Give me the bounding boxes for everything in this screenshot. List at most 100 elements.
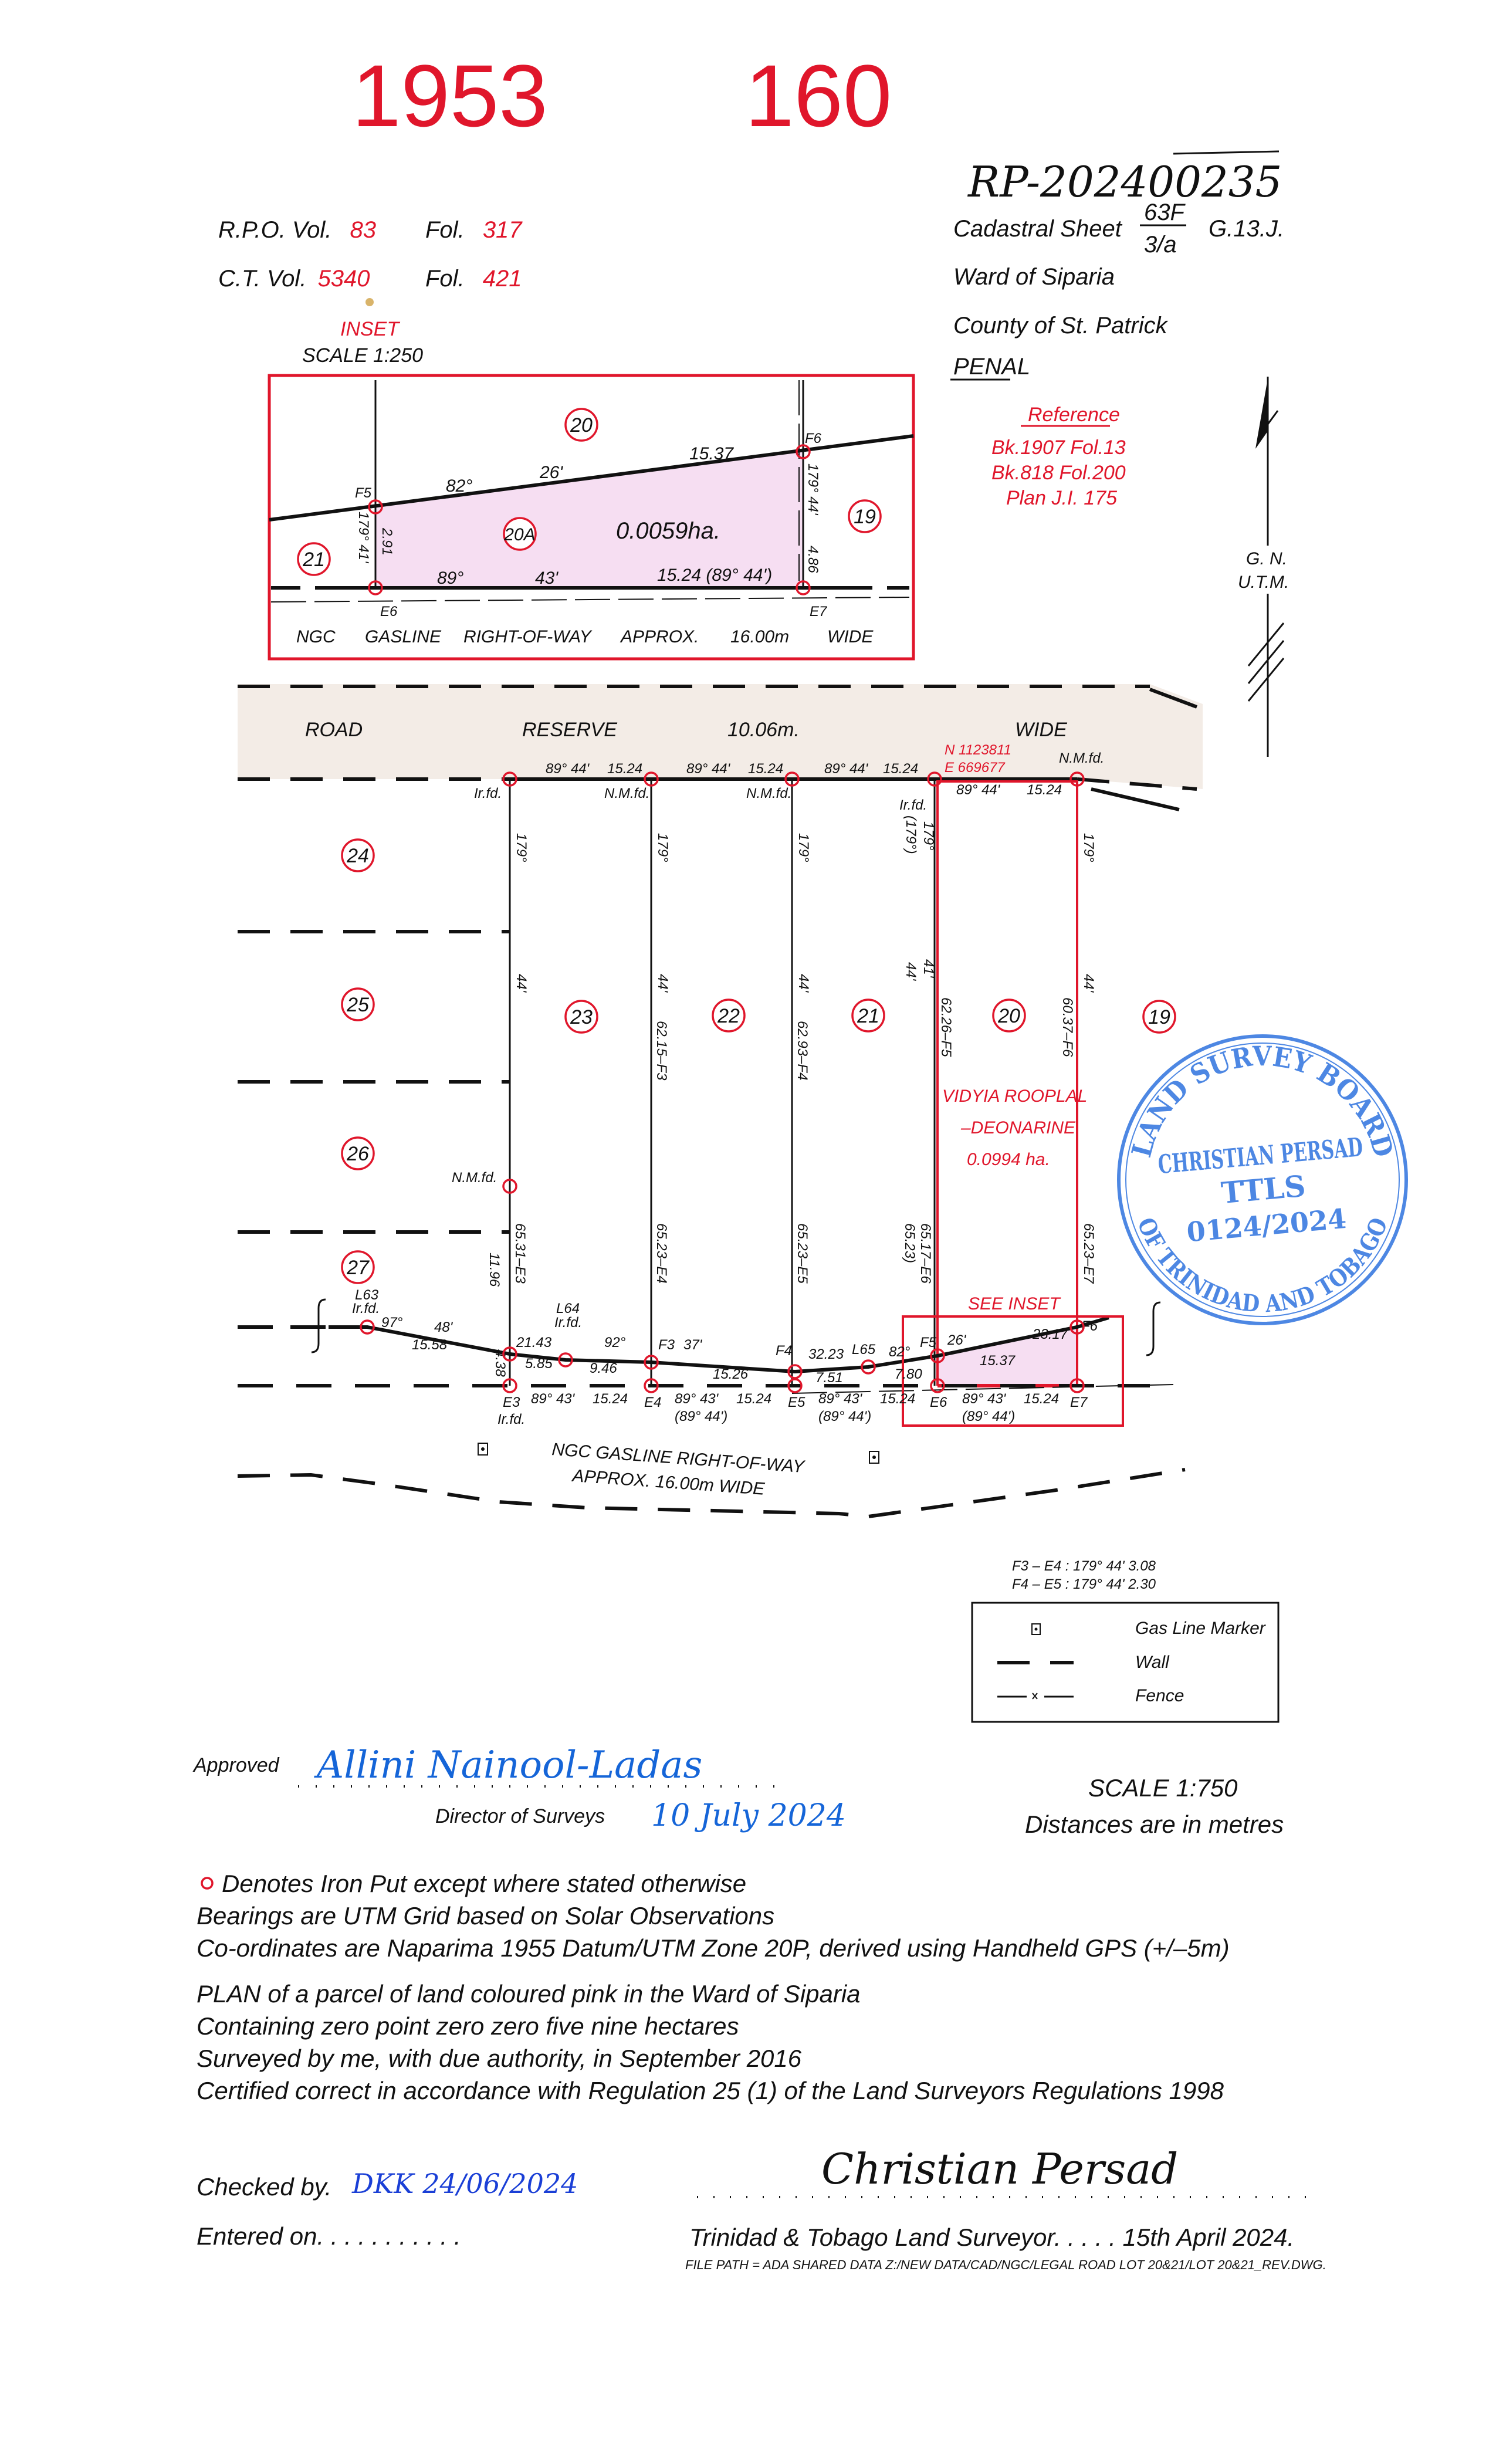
point-label: E7 bbox=[1070, 1395, 1088, 1410]
gas-marker-icon bbox=[478, 1443, 488, 1456]
legend: Gas Line Marker Wall Fence bbox=[971, 1602, 1280, 1723]
iron-put-marker bbox=[787, 1364, 803, 1379]
rear-boundary-label: 97° bbox=[381, 1315, 403, 1331]
gasline-label: NGC bbox=[296, 627, 336, 647]
registry-info: R.P.O. Vol. 83 Fol. 317 C.T. Vol. 5340 F… bbox=[218, 217, 523, 306]
rear-boundary-label: 48' bbox=[434, 1319, 453, 1335]
rear-boundary-label: 5.85 bbox=[525, 1356, 553, 1372]
offset-row: F4 – E5 : 179° 44' 2.30 bbox=[1012, 1576, 1156, 1592]
sheet-denominator: 3/a bbox=[1144, 232, 1177, 258]
road-label: ROAD bbox=[305, 719, 363, 741]
note-line: Certified correct in accordance with Reg… bbox=[197, 2077, 1224, 2104]
entered-on-label: Entered on. . . . . . . . . . . bbox=[197, 2222, 461, 2250]
gasline-label: 16.00m bbox=[730, 627, 789, 647]
bearing-label: (89° 44') bbox=[962, 1409, 1015, 1424]
marker-label: Ir.fd. bbox=[474, 786, 502, 801]
gasline-label: WIDE bbox=[827, 627, 874, 647]
iron-put-marker bbox=[787, 1378, 803, 1393]
note-line: Co-ordinates are Naparima 1955 Datum/UTM… bbox=[197, 1934, 1230, 1962]
reference-line: Plan J.I. 175 bbox=[1006, 487, 1117, 509]
grid-ref: G.13.J. bbox=[1209, 216, 1284, 242]
distance-label: 65.23–E4 bbox=[654, 1223, 669, 1284]
county: County of St. Patrick bbox=[953, 313, 1169, 339]
fence-line-icon bbox=[997, 1693, 1074, 1700]
owner-name: VIDYIA ROOPLAL bbox=[942, 1087, 1087, 1106]
distance-label: 65.23) bbox=[902, 1223, 918, 1263]
distance-label: 65.17–E6 bbox=[918, 1223, 933, 1284]
break-symbol bbox=[1146, 1301, 1161, 1356]
owner-name: –DEONARINE bbox=[960, 1118, 1076, 1138]
distance-label: 2.91 bbox=[379, 527, 395, 556]
lot-label: 20A bbox=[503, 525, 535, 544]
break-symbol bbox=[311, 1298, 326, 1353]
lot-circle bbox=[992, 999, 1026, 1033]
bearing-label: 179° bbox=[513, 833, 529, 862]
lot-circle bbox=[341, 838, 375, 872]
marker-label: N.M.fd. bbox=[452, 1170, 497, 1186]
bearing-label: 44' bbox=[513, 974, 529, 993]
bearing-label: 89° 44' bbox=[546, 761, 590, 777]
iron-put-marker bbox=[360, 1319, 375, 1335]
owner-area: 0.0994 ha. bbox=[967, 1150, 1050, 1169]
checked-by-mark: DKK 24/06/2024 bbox=[351, 2168, 578, 2199]
director-signature: Allini Nainool-Ladas bbox=[314, 1744, 702, 1787]
lot-label: 25 bbox=[346, 994, 369, 1016]
point-label: E3 bbox=[503, 1395, 520, 1410]
rpo-volume: R.P.O. Vol. 83 bbox=[218, 217, 376, 243]
lot-circle bbox=[851, 999, 885, 1033]
bearing-label: 41' bbox=[920, 959, 936, 979]
inset-title: INSET bbox=[340, 318, 400, 340]
iron-put-marker bbox=[558, 1352, 573, 1368]
bearing-label: 179° 41' bbox=[356, 512, 371, 564]
plan-scale: SCALE 1:750 bbox=[1088, 1774, 1238, 1802]
iron-put-marker bbox=[930, 1348, 945, 1363]
bearing-label: 44' bbox=[796, 974, 811, 993]
bearing-label: 89° 43' bbox=[818, 1391, 863, 1407]
distance-label: 15.24 bbox=[607, 761, 642, 777]
pink-parcel bbox=[937, 1327, 1077, 1386]
rear-boundary-label: L63 bbox=[355, 1287, 379, 1303]
distance-label: 15.24 bbox=[880, 1391, 915, 1407]
rear-boundary-label: 7.51 bbox=[815, 1370, 843, 1386]
checked-by-label: Checked by. bbox=[197, 2173, 331, 2201]
distance-label: 15.24 bbox=[1027, 782, 1062, 798]
point-label: E5 bbox=[788, 1395, 805, 1410]
iron-put-symbol-icon bbox=[201, 1877, 214, 1890]
distance-label: 65.23–E7 bbox=[1081, 1223, 1096, 1284]
approval-date: 10 July 2024 bbox=[651, 1798, 846, 1833]
iron-put-marker bbox=[784, 771, 800, 787]
rear-boundary-label: 7.80 bbox=[895, 1366, 922, 1382]
location-info: Cadastral Sheet 63F 3/a G.13.J. Ward of … bbox=[950, 199, 1284, 381]
inset-frame bbox=[268, 374, 915, 661]
gas-marker-icon bbox=[1031, 1623, 1041, 1635]
bearing-label: 44' bbox=[1081, 974, 1096, 993]
stain bbox=[365, 298, 374, 306]
rear-boundary-label: 9.46 bbox=[590, 1360, 617, 1376]
rear-boundary-label: L65 bbox=[852, 1342, 876, 1358]
rear-boundary-label: F5 bbox=[920, 1335, 937, 1351]
marker-label: N.M.fd. bbox=[604, 786, 649, 801]
inset-area: 0.0059ha. bbox=[616, 518, 720, 544]
legend-label: Wall bbox=[1135, 1653, 1170, 1672]
legend-label: Fence bbox=[1135, 1686, 1184, 1705]
road-label: WIDE bbox=[1015, 719, 1067, 741]
distance-label: 15.24 bbox=[1024, 1391, 1059, 1407]
bearing-label: 179° 44' bbox=[805, 463, 821, 516]
bearing-label: 89° 44' bbox=[686, 761, 731, 777]
sheet-numerator: 63F bbox=[1144, 199, 1186, 225]
ward: Ward of Siparia bbox=[953, 264, 1115, 290]
see-inset-label: SEE INSET bbox=[968, 1294, 1061, 1314]
ct-folio: Fol. 421 bbox=[425, 266, 522, 292]
legend-label: Gas Line Marker bbox=[1135, 1619, 1266, 1638]
lot-circle bbox=[341, 1136, 375, 1170]
approval-block: Approved Allini Nainool-Ladas Director o… bbox=[192, 1744, 1284, 1838]
lot-circle bbox=[564, 1000, 598, 1034]
stamp-number: 0124/2024 bbox=[1186, 1203, 1348, 1248]
lot-circle bbox=[341, 1250, 375, 1284]
lot-label: 23 bbox=[570, 1006, 593, 1028]
bearing-label: 89° 43' bbox=[962, 1391, 1007, 1407]
marker-label: Ir.fd. bbox=[352, 1301, 380, 1316]
rear-boundary-label: F3 bbox=[658, 1337, 675, 1353]
point-label: F6 bbox=[805, 431, 822, 446]
